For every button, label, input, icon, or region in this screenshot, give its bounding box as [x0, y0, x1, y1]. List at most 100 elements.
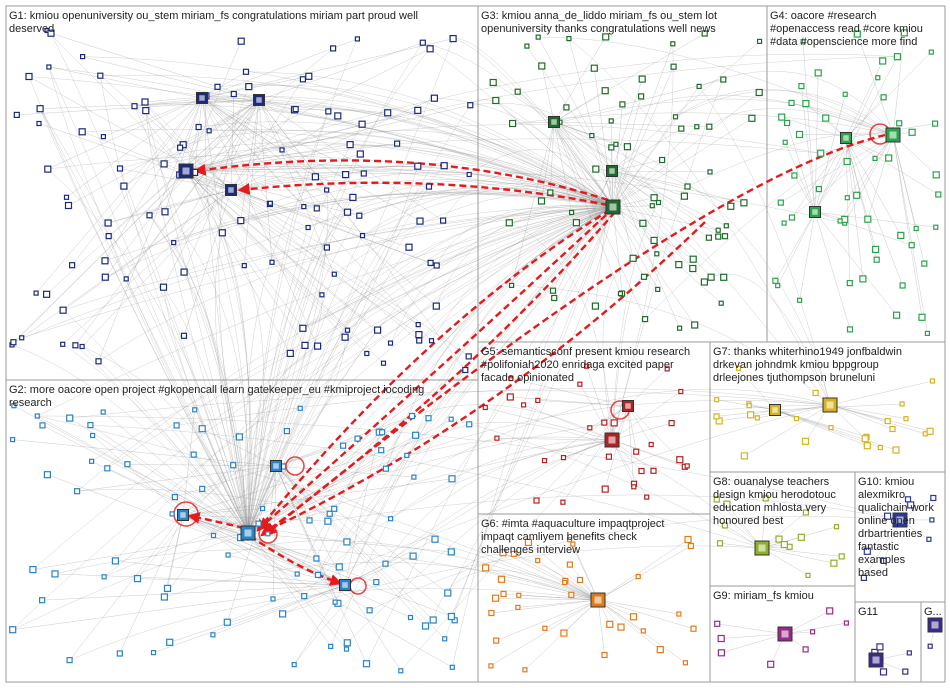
graph-node[interactable] [177, 144, 184, 151]
graph-node[interactable] [782, 139, 788, 145]
graph-node[interactable] [608, 144, 615, 151]
graph-node[interactable] [566, 35, 572, 42]
graph-node[interactable] [223, 618, 231, 626]
graph-node[interactable] [576, 576, 584, 584]
graph-node[interactable] [192, 407, 198, 413]
graph-node[interactable] [844, 195, 850, 201]
graph-node[interactable] [382, 465, 389, 472]
graph-node[interactable] [885, 154, 893, 162]
graph-node[interactable] [440, 217, 447, 224]
graph-node[interactable] [421, 622, 430, 630]
graph-node[interactable] [880, 557, 887, 565]
graph-node[interactable] [684, 463, 690, 469]
graph-node[interactable] [735, 365, 742, 371]
graph-node[interactable] [654, 251, 660, 257]
graph-node[interactable] [428, 338, 435, 344]
graph-node[interactable] [802, 509, 810, 516]
graph-node[interactable] [793, 416, 800, 422]
graph-node[interactable] [354, 435, 361, 442]
graph-node[interactable] [822, 114, 830, 122]
graph-node[interactable] [426, 45, 434, 53]
graph-node[interactable] [382, 560, 389, 567]
graph-node[interactable] [650, 236, 658, 244]
graph-node[interactable] [577, 381, 583, 387]
graph-node[interactable] [655, 286, 661, 292]
graph-node[interactable] [206, 128, 212, 134]
graph-node[interactable] [279, 147, 285, 153]
graph-node[interactable] [706, 123, 713, 130]
graph-node[interactable] [419, 39, 426, 46]
graph-node[interactable] [432, 302, 440, 310]
graph-node[interactable] [707, 169, 713, 175]
graph-node[interactable] [255, 520, 262, 527]
graph-node[interactable] [516, 592, 522, 598]
graph-node[interactable] [210, 532, 217, 539]
graph-node[interactable] [859, 275, 867, 283]
graph-node[interactable] [497, 575, 506, 583]
graph-node[interactable] [668, 420, 675, 427]
graph-node[interactable] [619, 101, 626, 108]
graph-node[interactable] [354, 36, 360, 42]
graph-node[interactable] [631, 484, 637, 490]
graph-node[interactable] [601, 87, 609, 95]
graph-node[interactable] [442, 636, 448, 642]
graph-node[interactable] [817, 149, 825, 157]
graph-node[interactable] [105, 233, 112, 240]
graph-node[interactable] [123, 276, 129, 282]
graph-node[interactable] [166, 638, 174, 646]
graph-node[interactable] [672, 114, 679, 120]
graph-node[interactable] [269, 259, 275, 265]
graph-node[interactable] [324, 517, 332, 525]
graph-node[interactable] [415, 322, 421, 328]
graph-node[interactable] [644, 494, 650, 500]
graph-node[interactable] [608, 118, 614, 124]
graph-node[interactable] [684, 183, 691, 190]
graph-node[interactable] [326, 510, 333, 517]
graph-node[interactable] [447, 612, 455, 621]
graph-node[interactable] [314, 571, 322, 579]
graph-node[interactable] [700, 278, 709, 286]
graph-node[interactable] [427, 259, 434, 266]
graph-node[interactable] [218, 229, 226, 237]
graph-node[interactable] [19, 335, 25, 341]
graph-node[interactable] [762, 495, 769, 502]
graph-node[interactable] [562, 579, 568, 586]
graph-node[interactable] [873, 256, 880, 263]
graph-node[interactable] [863, 547, 871, 555]
graph-node[interactable] [795, 130, 804, 139]
graph-node[interactable] [79, 53, 86, 60]
graph-node[interactable] [330, 45, 337, 52]
graph-node[interactable] [104, 465, 111, 472]
graph-node[interactable] [715, 233, 722, 240]
graph-node[interactable] [509, 282, 515, 288]
graph-node[interactable] [800, 39, 806, 45]
graph-node[interactable] [853, 191, 861, 199]
graph-node[interactable] [97, 72, 104, 79]
graph-node[interactable] [572, 219, 581, 227]
graph-node[interactable] [549, 287, 557, 294]
graph-node[interactable] [883, 512, 892, 520]
graph-node[interactable] [906, 650, 912, 656]
graph-node[interactable] [343, 538, 351, 546]
graph-node[interactable] [903, 416, 909, 422]
graph-node[interactable] [265, 531, 271, 537]
graph-node[interactable] [116, 165, 124, 172]
graph-node[interactable] [638, 467, 645, 475]
graph-node[interactable] [837, 218, 843, 224]
graph-node[interactable] [713, 496, 720, 503]
graph-node[interactable] [116, 650, 123, 657]
graph-node[interactable] [161, 208, 169, 216]
graph-node[interactable] [892, 311, 901, 319]
graph-node[interactable] [678, 125, 685, 132]
graph-node[interactable] [449, 664, 455, 670]
graph-node[interactable] [301, 592, 308, 600]
graph-node[interactable] [587, 425, 593, 431]
graph-node[interactable] [740, 199, 748, 207]
graph-node[interactable] [900, 29, 908, 37]
graph-node[interactable] [448, 416, 454, 422]
graph-node[interactable] [778, 113, 786, 121]
graph-node[interactable] [601, 485, 609, 493]
graph-node[interactable] [297, 405, 303, 411]
graph-node[interactable] [492, 96, 500, 105]
graph-node[interactable] [899, 282, 906, 289]
